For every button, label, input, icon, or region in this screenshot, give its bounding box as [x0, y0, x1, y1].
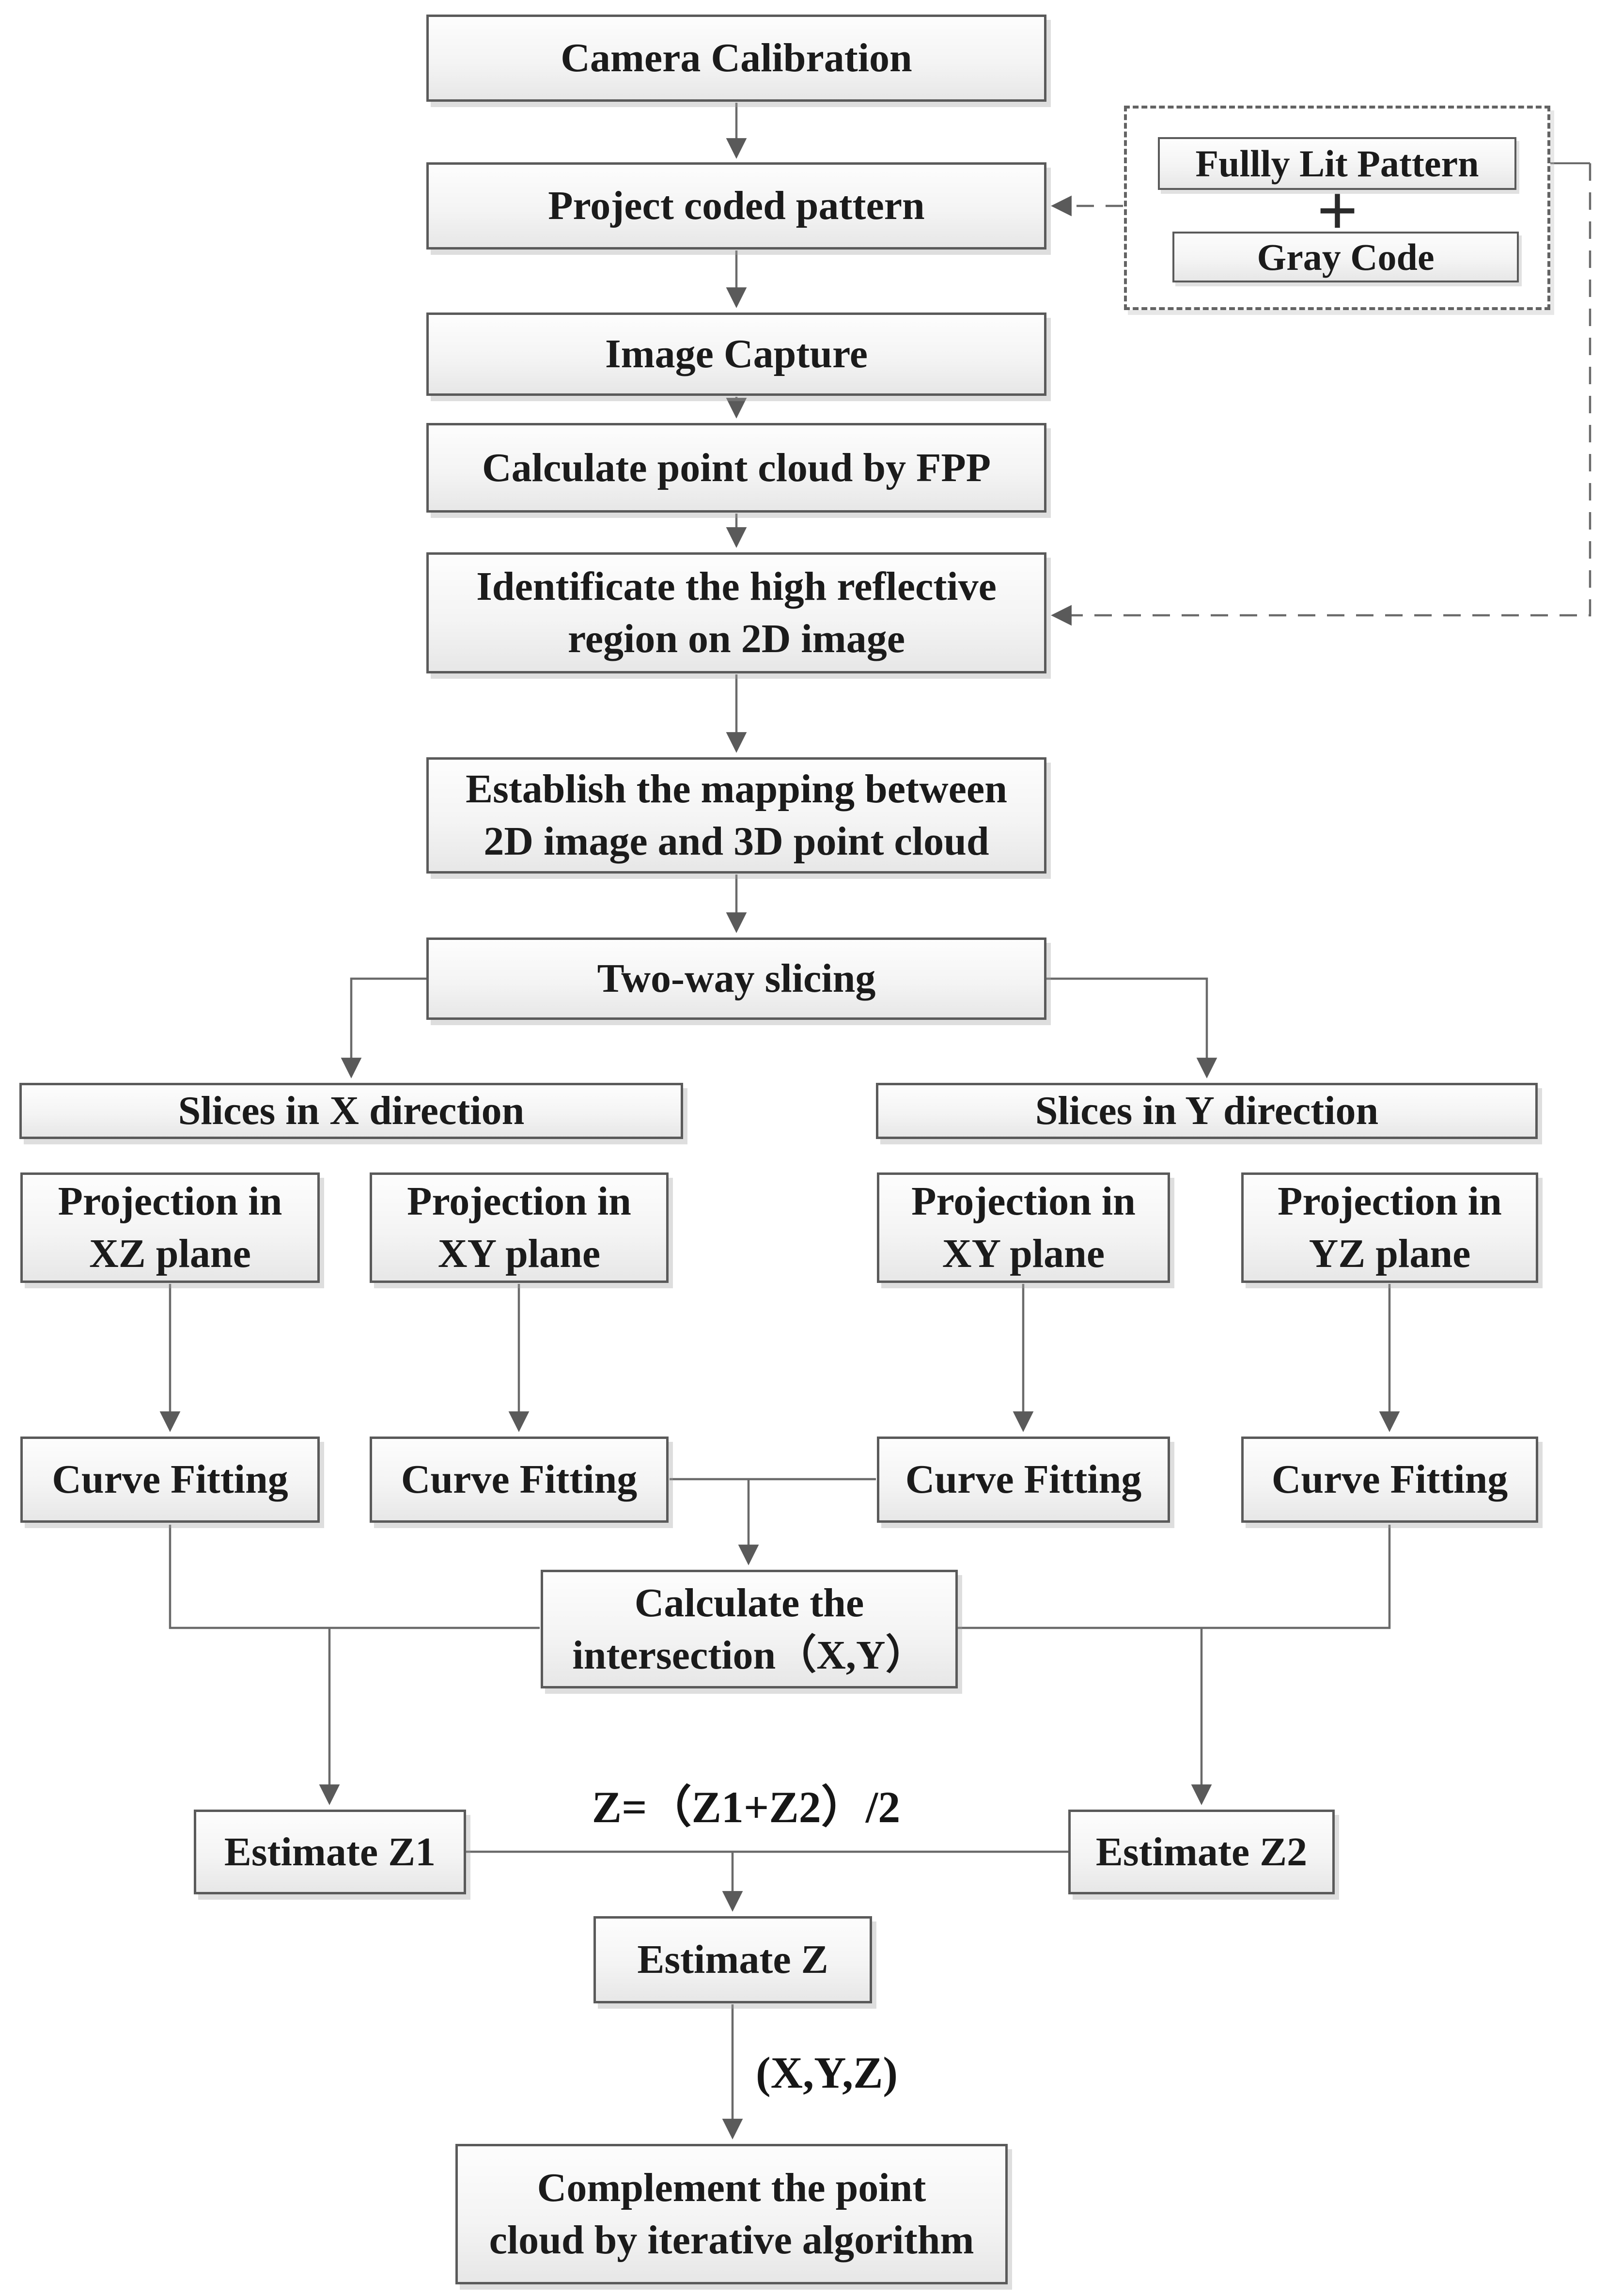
node-projection-xy-right: Projection in XY plane [877, 1172, 1170, 1283]
node-curve-fitting-3: Curve Fitting [877, 1437, 1170, 1523]
node-calculate-point-cloud: Calculate point cloud by FPP [426, 423, 1046, 513]
node-curve-fitting-4: Curve Fitting [1241, 1437, 1538, 1523]
node-label: Curve Fitting [52, 1457, 288, 1502]
node-identify-region: Identificate the high reflective region … [426, 552, 1046, 673]
node-estimate-z: Estimate Z [593, 1916, 872, 2003]
node-label: Fullly Lit Pattern [1195, 142, 1479, 185]
node-label: Two-way slicing [597, 956, 876, 1001]
node-label: Estimate Z1 [224, 1829, 436, 1874]
node-project-coded-pattern: Project coded pattern [426, 162, 1046, 250]
node-complement-point-cloud: Complement the point cloud by iterative … [455, 2144, 1008, 2284]
node-estimate-z2: Estimate Z2 [1068, 1810, 1335, 1894]
edge-cf1-to-bus-left [169, 1525, 540, 1629]
node-label: Curve Fitting [1271, 1457, 1508, 1502]
node-label: Image Capture [605, 331, 868, 377]
node-label: Projection in XY plane [911, 1179, 1136, 1276]
edge-slicing-to-slicesx [341, 977, 426, 1078]
dashed-edge-pattern-to-identify [1051, 163, 1591, 626]
node-fully-lit-pattern: Fullly Lit Pattern [1158, 137, 1516, 190]
node-projection-xz: Projection in XZ plane [20, 1172, 320, 1283]
node-label: Curve Fitting [401, 1457, 638, 1502]
node-label: Establish the mapping between 2D image a… [466, 766, 1007, 864]
node-label: Projection in XZ plane [58, 1179, 282, 1276]
edge-cf4-to-bus-right [958, 1525, 1391, 1629]
node-label: Camera Calibration [561, 35, 912, 81]
node-label: Identificate the high reflective region … [476, 564, 997, 661]
node-calculate-intersection: Calculate the intersection（X,Y） [541, 1570, 958, 1688]
node-camera-calibration: Camera Calibration [426, 15, 1046, 102]
node-slices-y: Slices in Y direction [876, 1083, 1538, 1139]
node-label: Calculate the intersection（X,Y） [572, 1580, 926, 1678]
node-gray-code: Gray Code [1172, 232, 1519, 282]
z-formula-label: Z=（Z1+Z2）/2 [592, 1782, 901, 1832]
node-image-capture: Image Capture [426, 312, 1046, 396]
xyz-label: (X,Y,Z) [756, 2048, 898, 2097]
edge-slicing-to-slicesy [1046, 977, 1217, 1078]
node-label: Projection in XY plane [407, 1179, 631, 1276]
node-projection-xy-left: Projection in XY plane [370, 1172, 669, 1283]
node-label: Slices in Y direction [1035, 1088, 1379, 1134]
node-label: Complement the point cloud by iterative … [489, 2165, 974, 2263]
node-label: Project coded pattern [548, 183, 925, 229]
node-label: Estimate Z2 [1095, 1829, 1308, 1874]
node-slices-x: Slices in X direction [19, 1083, 683, 1139]
node-label: Slices in X direction [178, 1088, 525, 1134]
node-estimate-z1: Estimate Z1 [194, 1810, 466, 1894]
node-curve-fitting-2: Curve Fitting [370, 1437, 669, 1523]
node-label: Calculate point cloud by FPP [482, 445, 991, 490]
node-label: Estimate Z [637, 1937, 828, 1983]
node-projection-yz: Projection in YZ plane [1241, 1172, 1538, 1283]
node-label: Projection in YZ plane [1278, 1179, 1502, 1276]
node-curve-fitting-1: Curve Fitting [20, 1437, 320, 1523]
node-label: Gray Code [1257, 235, 1435, 278]
node-label: Curve Fitting [905, 1457, 1142, 1502]
node-establish-mapping: Establish the mapping between 2D image a… [426, 757, 1046, 874]
node-two-way-slicing: Two-way slicing [426, 937, 1046, 1020]
